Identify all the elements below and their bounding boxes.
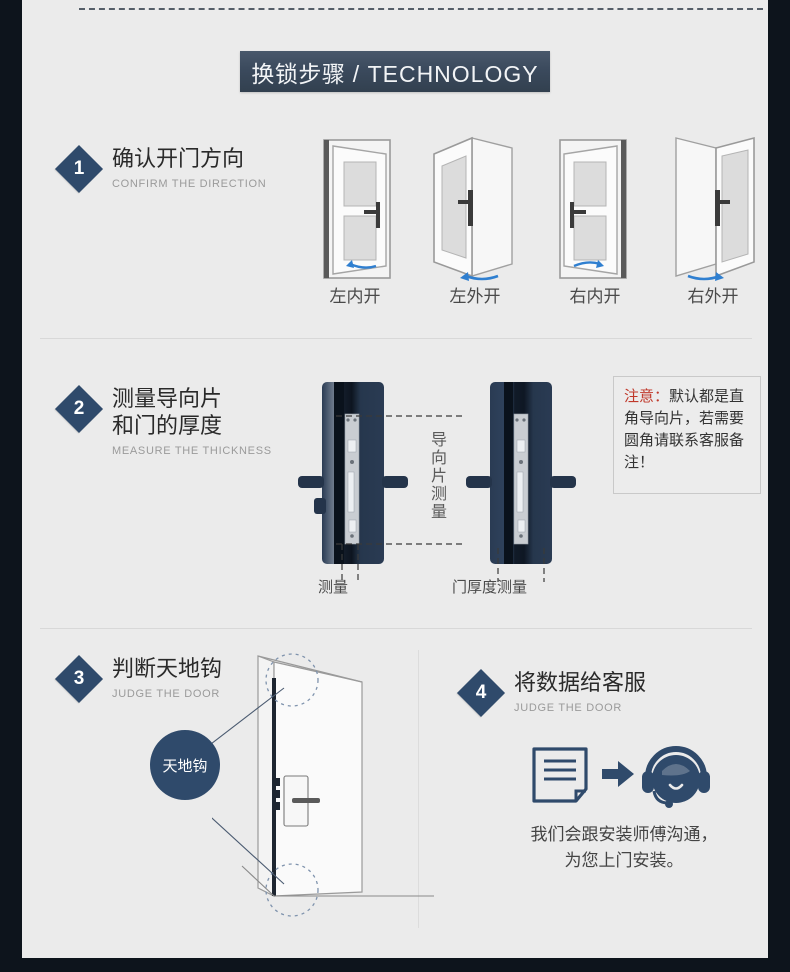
hook-callout-bubble: 天地钩: [150, 730, 220, 800]
step-2-title-en: MEASURE THE THICKNESS: [112, 444, 272, 457]
door-label-3: 右内开: [569, 287, 621, 306]
door-hook-illustration: [189, 648, 442, 923]
step-3-4-divider: [418, 650, 419, 928]
door-direction-illustrations: 左内开 左外开: [300, 136, 768, 316]
step-4-title-en: JUDGE THE DOOR: [514, 701, 622, 714]
hook-callout-label: 天地钩: [162, 757, 208, 775]
step-4-titles: 将数据给客服 JUDGE THE DOOR: [514, 670, 646, 714]
step-2-number: 2: [73, 398, 85, 419]
banner-title-cn: 换锁步骤: [251, 60, 346, 87]
lock-caption-left: 测量: [318, 579, 349, 596]
arrow-right-icon: [602, 761, 634, 787]
document-icon: [532, 747, 588, 803]
note-box: 注意：默认都是直角导向片，若需要圆角请联系客服备注！: [613, 376, 761, 494]
door-icon-left-outward: [433, 136, 513, 281]
step-3-badge: 3: [54, 654, 104, 704]
door-option-right-inward: 右内开: [540, 136, 650, 316]
step-4-title-cn: 将数据给客服: [514, 670, 647, 695]
step-3-titles: 判断天地钩 JUDGE THE DOOR: [112, 656, 222, 700]
section-divider-1: [40, 338, 752, 339]
door-perspective-icon: [189, 653, 434, 917]
door-icon-right-inward: [559, 139, 627, 279]
customer-service-icons: [530, 745, 720, 810]
data-to-service-icon-group: [532, 746, 710, 808]
section-divider-2: [40, 628, 752, 629]
step-1-badge: 1: [54, 144, 104, 194]
door-option-left-outward: 左外开: [420, 136, 530, 316]
door-option-left-inward: 左内开: [300, 136, 410, 316]
section-banner: 换锁步骤 / TECHNOLOGY: [240, 51, 550, 92]
customer-service-agent-icon: [642, 746, 710, 808]
banner-separator: /: [352, 60, 361, 87]
door-option-right-outward: 右外开: [658, 136, 768, 316]
step-4-badge: 4: [456, 668, 506, 718]
step-1-title-cn: 确认开门方向: [112, 146, 245, 171]
step-2-header: 2 测量导向片 和门的厚度 MEASURE THE THICKNESS: [54, 384, 272, 457]
note-body: 默认都是直角导向片，若需要圆角请联系客服备注！: [624, 388, 745, 471]
step-1-header: 1 确认开门方向 CONFIRM THE DIRECTION: [54, 144, 266, 194]
step-3-number: 3: [73, 668, 85, 689]
step-1-titles: 确认开门方向 CONFIRM THE DIRECTION: [112, 146, 266, 190]
lock-right: [466, 382, 576, 582]
step-2-titles: 测量导向片 和门的厚度 MEASURE THE THICKNESS: [112, 386, 272, 457]
step-3-header: 3 判断天地钩 JUDGE THE DOOR: [54, 654, 222, 704]
banner-title: 换锁步骤 / TECHNOLOGY: [251, 55, 538, 89]
step-4-description: 我们会跟安装师傅沟通， 为您上门安装。: [530, 825, 718, 870]
lock-left: [298, 382, 462, 582]
lock-measure-illustrations: [292, 368, 602, 608]
step-4-number: 4: [475, 682, 487, 703]
step-1-number: 1: [73, 158, 85, 179]
door-label-4: 右外开: [687, 287, 739, 306]
door-label-2: 左外开: [449, 287, 501, 306]
lock-caption-right: 门厚度测量: [452, 579, 528, 596]
step-3-title-cn: 判断天地钩: [112, 656, 223, 681]
step-1-title-en: CONFIRM THE DIRECTION: [112, 177, 267, 190]
step-4-header: 4 将数据给客服 JUDGE THE DOOR: [456, 668, 646, 718]
note-warning-label: 注意：: [624, 388, 670, 405]
step-2-badge: 2: [54, 384, 104, 434]
banner-title-en: TECHNOLOGY: [367, 60, 539, 87]
door-icon-right-outward: [675, 136, 755, 281]
top-dashed-divider: [79, 8, 763, 10]
step-3-title-en: JUDGE THE DOOR: [112, 687, 220, 700]
note-text: 注意：默认都是直角导向片，若需要圆角请联系客服备注！: [624, 386, 750, 474]
step-2-title-cn: 测量导向片 和门的厚度: [112, 386, 223, 438]
lock-diagram: [298, 382, 576, 582]
door-label-1: 左内开: [329, 287, 381, 306]
guide-plate-measure-vertical-label: 导向片测量: [430, 432, 447, 521]
door-icon-left-inward: [323, 139, 391, 279]
content-panel: 换锁步骤 / TECHNOLOGY 1 确认开门方向 CONFIRM THE D…: [22, 0, 768, 958]
